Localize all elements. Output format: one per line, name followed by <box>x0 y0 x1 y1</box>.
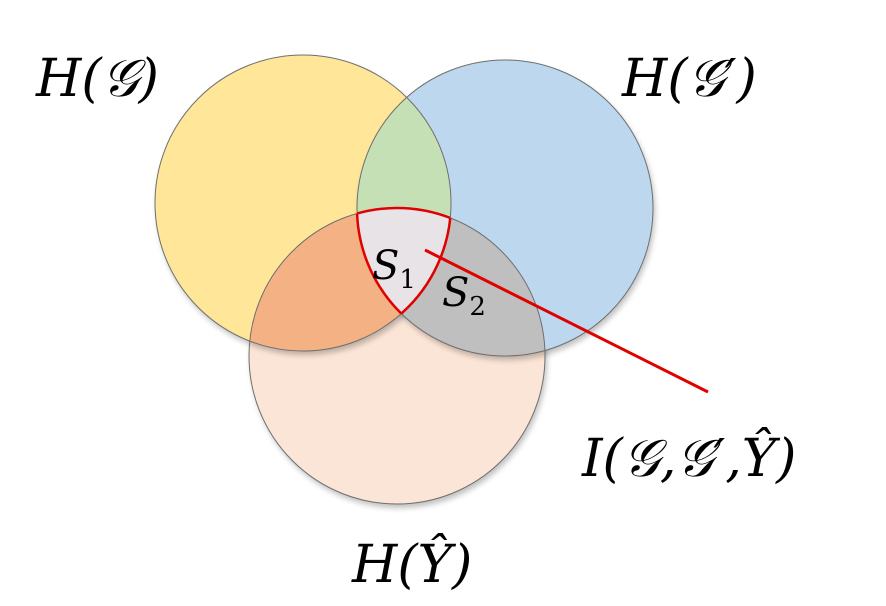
triple-intersection-outline <box>357 206 451 351</box>
region-g-and-y-hat <box>249 208 451 351</box>
outline-h-g <box>154 54 452 352</box>
label-h-y-hat: H(Ŷ) <box>351 533 472 595</box>
label-mutual-info: I(𝒢,𝒢′,Ŷ) <box>581 427 796 489</box>
region-g-prime-and-y-hat <box>357 208 545 356</box>
outline-h-g-prime <box>356 59 654 357</box>
label-s2: S2 <box>442 270 486 322</box>
label-h-g-prime: H(𝒢′) <box>621 49 757 109</box>
label-s1: S1 <box>372 243 416 295</box>
mutual-info-pointer-line <box>424 248 709 394</box>
label-h-g: H(𝒢) <box>35 49 159 109</box>
